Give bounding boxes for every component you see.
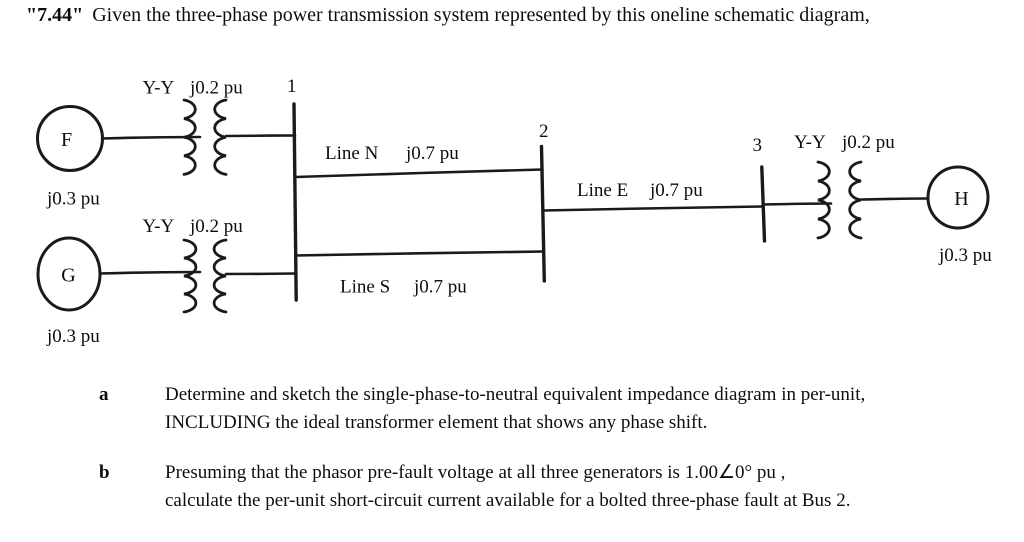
bus-3-label: 3 [753, 135, 763, 156]
wire-generator-g-to-transformer [98, 270, 202, 275]
problem-number: "7.44" [26, 4, 84, 26]
generator-h-label: H [954, 188, 968, 210]
transformer-g-winding-left [182, 238, 198, 314]
question-a-label: a [99, 384, 109, 405]
wire-transformer-h-to-generator-h [859, 197, 930, 201]
transformer-h-impedance: j0.2 pu [841, 132, 895, 153]
transformer-g-impedance: j0.2 pu [189, 216, 243, 237]
wire-bus3-to-transformer-h [762, 202, 833, 206]
line-s-conductor [294, 250, 545, 257]
generator-g-label: G [61, 265, 75, 287]
transformer-g-winding-right [212, 238, 228, 314]
bus-1-bar [292, 102, 298, 302]
question-b-text: Presuming that the phasor pre-fault volt… [165, 459, 995, 515]
wire-transformer-f-to-bus1 [224, 134, 297, 138]
question-b-line-2: calculate the per-unit short-circuit cur… [165, 490, 851, 511]
transformer-h-winding-right [848, 160, 863, 240]
transformer-f-connection: Y-Y [143, 78, 175, 99]
bus-2-label: 2 [539, 121, 549, 142]
generator-h-impedance: j0.3 pu [938, 245, 992, 266]
line-e-impedance: j0.7 pu [649, 180, 703, 201]
transformer-h-winding-left [816, 160, 831, 240]
question-a-line-2: INCLUDING the ideal transformer element … [165, 412, 708, 433]
line-n-impedance: j0.7 pu [405, 143, 459, 164]
transformer-f-impedance: j0.2 pu [189, 78, 243, 99]
question-a-text: Determine and sketch the single-phase-to… [165, 381, 995, 437]
line-e-conductor [542, 205, 764, 212]
wire-generator-f-to-transformer [100, 135, 202, 140]
line-n-conductor [294, 168, 544, 179]
transformer-f-winding-left [182, 98, 197, 176]
problem-title: "7.44" Given the three-phase power transm… [26, 4, 870, 27]
generator-f-label: F [61, 129, 72, 151]
generator-f-impedance: j0.3 pu [46, 189, 100, 210]
line-e-name: Line E [577, 180, 628, 201]
line-n-name: Line N [325, 143, 379, 164]
transformer-f-winding-right [213, 98, 228, 176]
transformer-g-connection: Y-Y [143, 216, 175, 237]
generator-g-impedance: j0.3 pu [46, 326, 100, 347]
question-b-label: b [99, 462, 110, 483]
question-b-line-1: Presuming that the phasor pre-fault volt… [165, 462, 786, 483]
bus-2-bar [539, 144, 546, 283]
line-s-name: Line S [340, 277, 390, 298]
bus-1-label: 1 [287, 76, 297, 97]
line-s-impedance: j0.7 pu [413, 277, 467, 298]
problem-statement: Given the three-phase power transmission… [92, 4, 870, 26]
wire-transformer-g-to-bus1 [224, 272, 298, 276]
question-a-line-1: Determine and sketch the single-phase-to… [165, 384, 866, 405]
transformer-h-connection: Y-Y [794, 132, 826, 153]
